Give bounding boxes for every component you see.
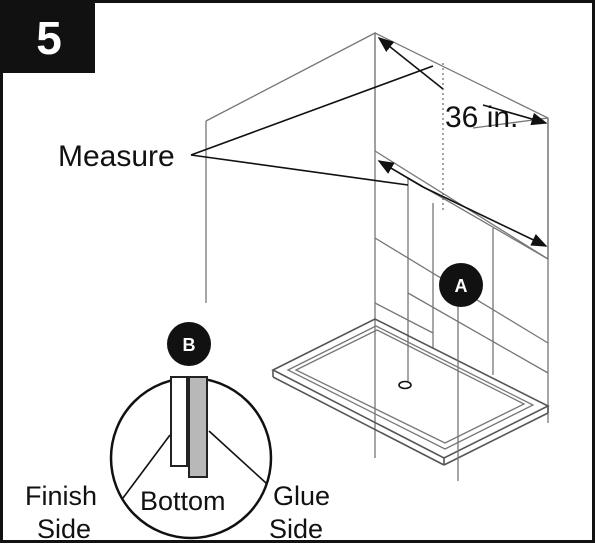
step-number: 5 <box>36 12 62 64</box>
glue-side-label-line1: Glue <box>273 481 330 511</box>
step-number-badge: 5 <box>3 3 95 73</box>
callout-a-letter: A <box>455 276 468 296</box>
top-measure-arrow-right <box>482 104 548 126</box>
shower-enclosure-illustration: Measure 36 in. A B Finish Side Bottom Gl… <box>25 31 550 544</box>
measure-leader-top <box>190 65 434 156</box>
dimension-label: 36 in. <box>445 101 518 134</box>
bottom-label: Bottom <box>140 486 226 516</box>
side-wall-panel <box>374 32 549 423</box>
callout-b: B <box>167 322 211 366</box>
lower-measure-arrow-left <box>377 160 424 188</box>
measure-label: Measure <box>58 140 175 173</box>
finish-side-leader <box>122 434 171 499</box>
measure-arrows <box>190 37 548 247</box>
panel-edge-detail-circle <box>109 376 273 540</box>
glue-side-leader <box>208 430 267 484</box>
shower-base-pan <box>271 303 550 481</box>
callout-a: A <box>439 263 483 307</box>
finish-side-label-line1: Finish <box>25 481 97 511</box>
finish-side-label-line2: Side <box>37 514 91 544</box>
drain-icon <box>398 380 412 390</box>
top-measure-arrow-left <box>377 37 444 90</box>
glue-side-label-line2: Side <box>269 514 323 544</box>
measure-leader-bottom <box>190 154 409 186</box>
lower-measure-arrow-right <box>422 186 548 247</box>
callout-b-letter: B <box>183 335 196 355</box>
